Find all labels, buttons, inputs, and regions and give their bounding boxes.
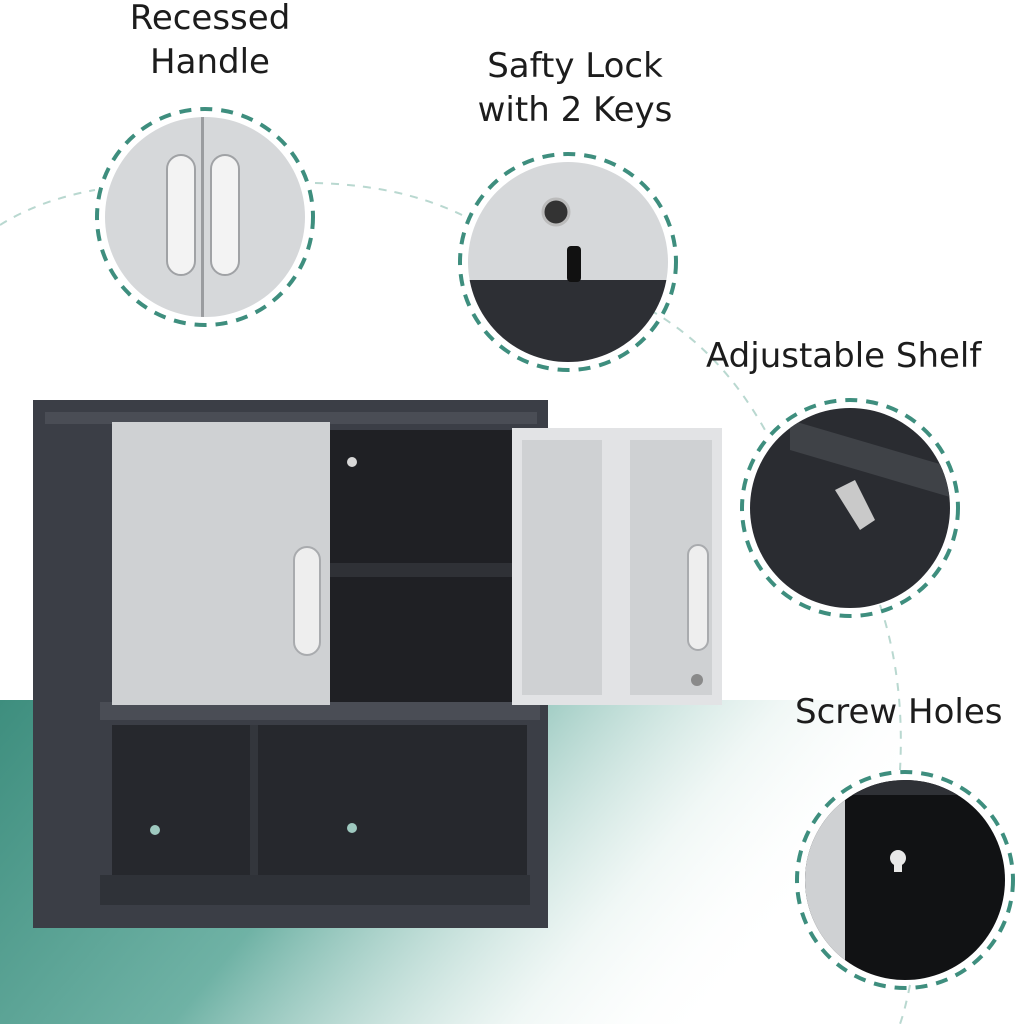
recessed-handle xyxy=(293,546,321,656)
label-adjustable-shelf: Adjustable Shelf xyxy=(706,336,982,376)
label-screw-holes: Screw Holes xyxy=(795,692,1003,732)
callout-shelf-detail xyxy=(750,408,950,608)
callout-handle-detail xyxy=(105,117,305,317)
label-line: with 2 Keys xyxy=(477,90,673,130)
callout-rings xyxy=(95,107,1015,990)
connector-lines xyxy=(0,182,911,1024)
label-line: Recessed xyxy=(129,0,291,38)
label-recessed-handle: Recessed Handle xyxy=(100,0,320,84)
label-line: Safty Lock xyxy=(487,46,663,86)
label-line: Handle xyxy=(150,42,270,82)
label-safety-lock: Safty Lock with 2 Keys xyxy=(455,44,695,132)
cabinet xyxy=(33,400,722,928)
